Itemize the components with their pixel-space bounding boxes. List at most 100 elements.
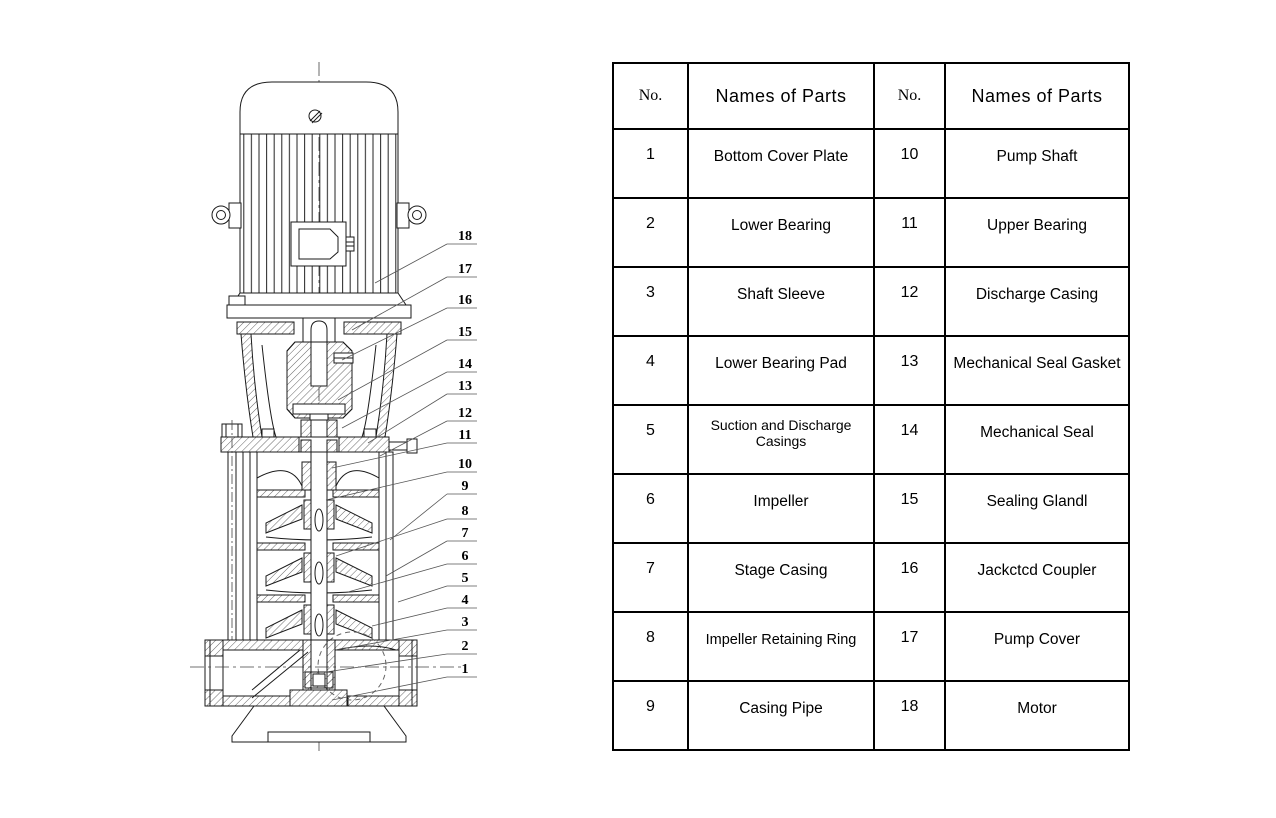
part-number-cell: 1 <box>646 145 655 163</box>
part-name-cell: Lower Bearing <box>690 217 872 248</box>
table-row: 7 Stage Casing 16 Jackctcd Coupler <box>612 542 1130 613</box>
callout-label-2: 2 <box>462 639 469 654</box>
part-number-cell: 5 <box>646 421 655 439</box>
mechanical-seal <box>300 419 338 438</box>
callout-label-17: 17 <box>458 262 472 277</box>
table-row: 5 Suction and Discharge Casings 14 Mecha… <box>612 404 1130 475</box>
part-number-cell: 16 <box>900 559 919 577</box>
part-number-cell: 14 <box>900 421 919 439</box>
part-name-cell: Suction and Discharge Casings <box>690 416 872 462</box>
callout-label-9: 9 <box>462 479 469 494</box>
part-name: Casing Pipe <box>739 700 823 718</box>
discharge-casing-top <box>220 428 418 454</box>
part-name-cell: Upper Bearing <box>947 217 1127 248</box>
lifting-eye-right <box>396 202 427 229</box>
part-name: Bottom Cover Plate <box>713 148 849 166</box>
parts-table: No. Names of Parts No. Names of Parts 1 … <box>612 62 1130 751</box>
part-name: Pump Cover <box>993 631 1081 649</box>
part-number-cell: 17 <box>900 628 919 646</box>
table-row: 8 Impeller Retaining Ring 17 Pump Cover <box>612 611 1130 682</box>
part-number-cell: 12 <box>900 283 919 301</box>
part-number-cell: 9 <box>646 697 655 715</box>
lower-bearing <box>304 671 334 689</box>
part-name-cell: Bottom Cover Plate <box>690 148 872 179</box>
sealing-gland <box>292 403 346 415</box>
table-row: 2 Lower Bearing 11 Upper Bearing <box>612 197 1130 268</box>
part-number-cell: 13 <box>900 352 919 370</box>
part-name-cell: Casing Pipe <box>690 700 872 731</box>
part-name: Sealing Glandl <box>986 493 1088 511</box>
impeller-stage-1 <box>265 499 373 541</box>
part-name-cell: Jackctcd Coupler <box>947 562 1127 593</box>
part-name-cell: Mechanical Seal Gasket <box>947 355 1127 386</box>
part-name: Lower Bearing Pad <box>715 355 847 373</box>
part-number-cell: 11 <box>901 214 918 232</box>
header-no-left: No. <box>612 62 689 130</box>
callout-label-16: 16 <box>458 293 472 308</box>
part-name: Motor <box>1017 700 1057 718</box>
part-name: Mechanical Seal <box>980 424 1094 442</box>
callout-leaders <box>325 243 477 701</box>
part-number-cell: 6 <box>646 490 655 508</box>
part-name-cell: Pump Cover <box>947 631 1127 662</box>
callout-label-11: 11 <box>458 428 471 443</box>
callout-label-6: 6 <box>462 549 469 564</box>
part-name: Discharge Casing <box>975 286 1099 304</box>
table-row: 6 Impeller 15 Sealing Glandl <box>612 473 1130 544</box>
part-number-cell: 7 <box>646 559 655 577</box>
callout-label-1: 1 <box>462 662 469 677</box>
part-number-cell: 4 <box>646 352 655 370</box>
part-name: Pump Shaft <box>996 148 1078 166</box>
part-name-cell: Discharge Casing <box>947 286 1127 317</box>
table-row: 9 Casing Pipe 18 Motor <box>612 680 1130 751</box>
part-number-cell: 8 <box>646 628 655 646</box>
part-name-cell: Mechanical Seal <box>947 424 1127 455</box>
header-names-right: Names of Parts <box>944 62 1130 130</box>
part-name-cell: Stage Casing <box>690 562 872 593</box>
part-name: Impeller Retaining Ring <box>705 631 857 648</box>
callout-label-18: 18 <box>458 229 472 244</box>
callout-label-7: 7 <box>462 526 469 541</box>
callout-label-14: 14 <box>458 357 472 372</box>
part-name: Upper Bearing <box>987 217 1087 235</box>
callout-label-15: 15 <box>458 325 472 340</box>
part-name: Stage Casing <box>734 562 828 580</box>
part-name-cell: Pump Shaft <box>947 148 1127 179</box>
part-name-cell: Impeller Retaining Ring <box>690 631 872 662</box>
part-number-cell: 15 <box>900 490 919 508</box>
part-name: Lower Bearing <box>731 217 831 235</box>
callout-label-3: 3 <box>462 615 469 630</box>
table-header-row: No. Names of Parts No. Names of Parts <box>612 62 1130 130</box>
part-name: Shaft Sleeve <box>737 286 825 304</box>
part-number-cell: 3 <box>646 283 655 301</box>
part-name-cell: Sealing Glandl <box>947 493 1127 524</box>
part-name: Mechanical Seal Gasket <box>953 355 1121 373</box>
part-name: Suction and Discharge Casings <box>710 416 852 449</box>
seal-gasket-fitting <box>388 438 418 454</box>
motor <box>211 81 427 319</box>
callout-label-4: 4 <box>462 593 469 608</box>
table-row: 3 Shaft Sleeve 12 Discharge Casing <box>612 266 1130 337</box>
part-name-cell: Lower Bearing Pad <box>690 355 872 386</box>
header-names-left: Names of Parts <box>687 62 875 130</box>
pump-cover <box>236 321 402 438</box>
part-name: Jackctcd Coupler <box>977 562 1097 580</box>
part-name-cell: Motor <box>947 700 1127 731</box>
callout-label-5: 5 <box>462 571 469 586</box>
part-number-cell: 2 <box>646 214 655 232</box>
base-foot <box>231 705 407 743</box>
callout-label-8: 8 <box>462 504 469 519</box>
part-name: Impeller <box>753 493 809 511</box>
part-number-cell: 10 <box>900 145 919 163</box>
pump-diagram: 18 17 16 15 14 13 12 11 10 9 8 7 6 5 4 3… <box>190 62 477 752</box>
stage-casing <box>242 451 394 641</box>
part-number-cell: 18 <box>900 697 919 715</box>
callout-label-12: 12 <box>458 406 472 421</box>
lifting-eye-left <box>211 202 242 229</box>
part-name-cell: Shaft Sleeve <box>690 286 872 317</box>
table-row: 4 Lower Bearing Pad 13 Mechanical Seal G… <box>612 335 1130 406</box>
callout-label-13: 13 <box>458 379 472 394</box>
pump-shaft <box>310 451 328 691</box>
callout-label-10: 10 <box>458 457 472 472</box>
header-no-right: No. <box>873 62 946 130</box>
